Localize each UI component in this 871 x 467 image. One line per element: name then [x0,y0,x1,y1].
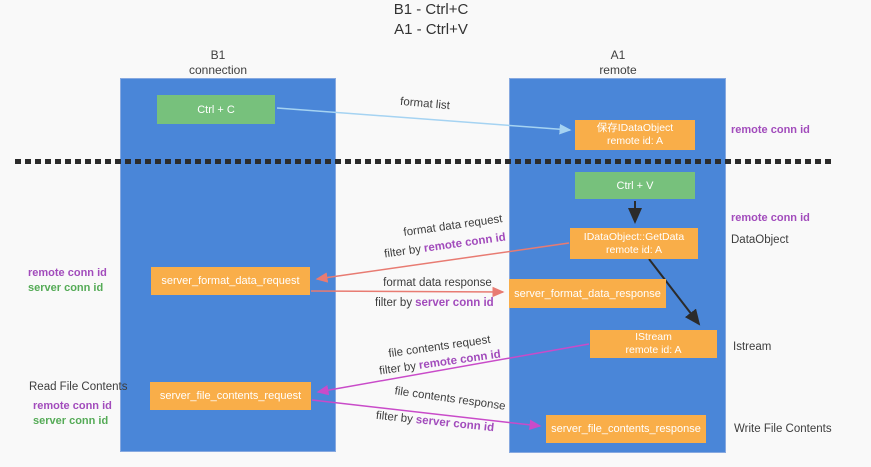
left-remote-conn-id-label: remote conn id [28,267,107,279]
format-data-response-label: format data response [383,277,492,289]
ctrl-c-label: Ctrl + C [197,103,235,116]
istream-title: IStream [635,331,672,343]
save-idataobject-remote-id: remote id: A [606,135,664,147]
read-server-conn-id-label: server conn id [33,415,109,427]
filter-remote-conn-id: remote conn id [423,231,507,255]
title-line-1: B1 - Ctrl+C [393,1,469,18]
idataobject-getdata-box: IDataObject::GetData remote id: A [570,228,698,259]
filter-by-text: filter by [375,297,413,309]
column-b1-role: connection [188,63,248,77]
getdata-title: IDataObject::GetData [583,230,685,243]
ctrl-v-box: Ctrl + V [575,172,695,199]
format-data-response-arrow [310,286,505,298]
filter-by-text: filter by [375,409,414,426]
column-header-a1: A1 remote [510,48,726,78]
filter-server-conn-id: server conn id [415,297,494,309]
save-idataobject-title: 保存IDataObject [596,122,674,134]
ctrl-v-label: Ctrl + V [616,179,654,192]
column-a1-role: remote [599,63,637,77]
dataobject-label: DataObject [731,234,789,246]
phase-separator-dashed-line [15,159,831,164]
left-server-conn-id-label: server conn id [28,282,104,294]
column-header-b1: B1 connection [110,48,326,78]
getdata-remote-id: remote id: A [605,243,663,256]
server-format-data-request-label: server_format_data_request [161,275,300,287]
write-file-contents-label: Write File Contents [734,423,832,435]
server-file-contents-request-box: server_file_contents_request [150,382,311,410]
istream-side-label: Istream [733,341,772,353]
server-file-contents-response-box: server_file_contents_response [546,415,706,443]
filter-server-conn-id: server conn id [415,414,495,435]
remote-conn-id-label-mid: remote conn id [731,212,810,224]
filter-by-text: filter by [378,360,417,378]
server-format-data-response-box: server_format_data_response [509,279,666,308]
filter-by-text: filter by [383,243,422,261]
server-file-contents-request-label: server_file_contents_request [159,390,302,402]
istream-remote-id: remote id: A [625,344,682,356]
remote-conn-id-label-top: remote conn id [731,124,810,136]
format-list-label: format list [399,95,451,113]
column-a1-name: A1 [610,48,626,62]
server-format-data-response-label: server_format_data_response [514,287,661,300]
column-b1-name: B1 [210,48,226,62]
server-format-data-request-box: server_format_data_request [151,267,310,295]
page-title: B1 - Ctrl+C A1 - Ctrl+V [0,0,862,40]
title-line-2: A1 - Ctrl+V [394,21,468,38]
file-contents-response-label: file contents response [393,385,507,413]
ctrl-c-box: Ctrl + C [157,95,275,124]
read-file-contents-label: Read File Contents [29,381,128,393]
read-remote-conn-id-label: remote conn id [33,400,112,412]
server-file-contents-response-label: server_file_contents_response [551,423,701,435]
save-idataobject-box: 保存IDataObject remote id: A [575,120,695,150]
istream-box: IStream remote id: A [590,330,717,358]
